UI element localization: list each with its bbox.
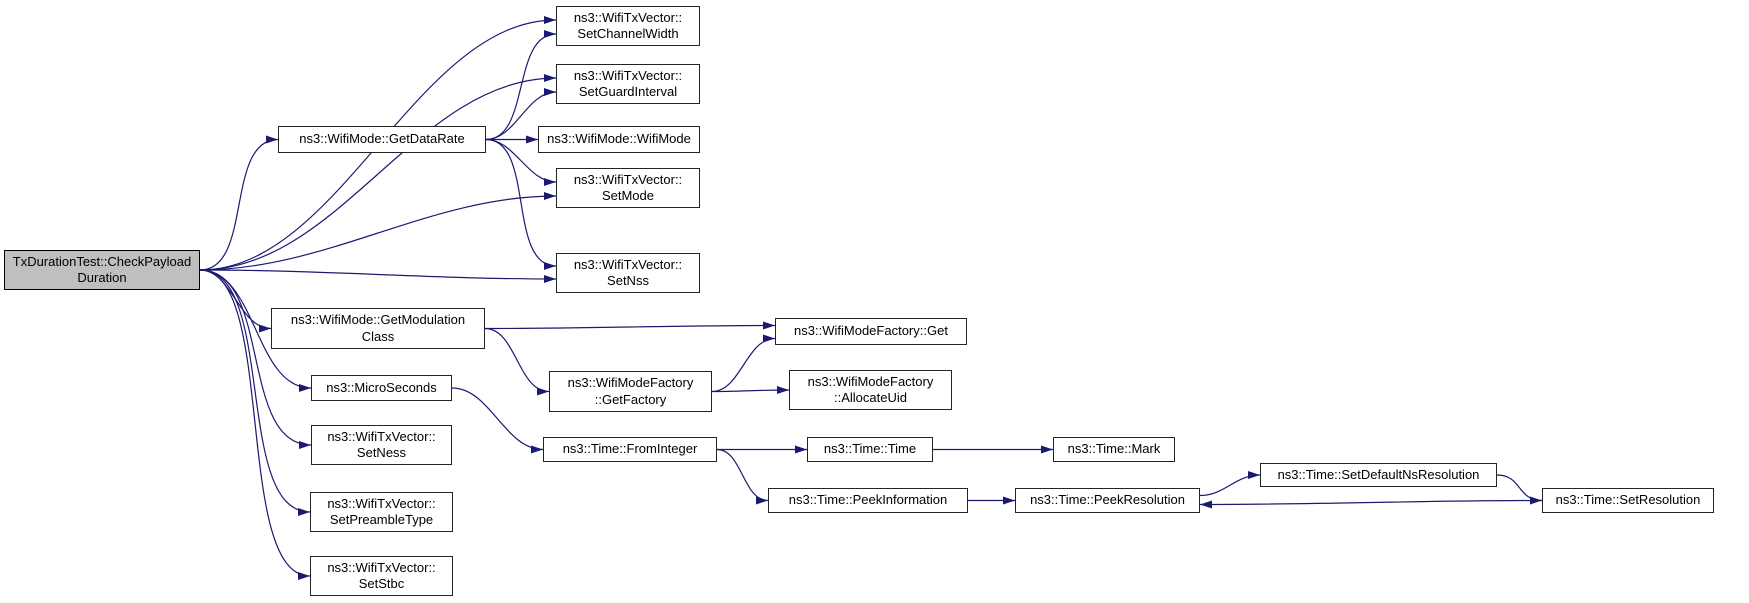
node-set-preamble-type[interactable]: ns3::WifiTxVector::SetPreambleType	[310, 492, 453, 532]
edge-micro_seconds-to-from_integer	[451, 387, 544, 454]
node-from-integer[interactable]: ns3::Time::FromInteger	[543, 437, 717, 462]
node-label-line: ns3::Time::Mark	[1067, 441, 1161, 457]
node-set-mode[interactable]: ns3::WifiTxVector::SetMode	[556, 168, 700, 208]
node-set-stbc[interactable]: ns3::WifiTxVector::SetStbc	[310, 556, 453, 596]
node-time-mark[interactable]: ns3::Time::Mark	[1053, 437, 1175, 462]
edge-check_payload_duration-to-set_preamble_type	[199, 269, 311, 516]
node-label-line: ns3::WifiTxVector::	[327, 428, 436, 444]
node-label-line: ns3::WifiTxVector::	[573, 9, 683, 25]
node-label-line: ns3::WifiTxVector::	[573, 171, 683, 187]
node-label-line: ns3::WifiTxVector::	[573, 256, 683, 272]
edge-check_payload_duration-to-get_data_rate	[199, 135, 279, 271]
node-label-line: ns3::WifiModeFactory	[567, 375, 694, 391]
node-label-line: SetPreambleType	[329, 512, 434, 527]
edge-get_data_rate-to-set_channel_width	[485, 30, 557, 141]
edge-set_default_ns_resolution-to-set_resolution	[1496, 474, 1543, 505]
node-label-line: SetNess	[356, 445, 407, 460]
node-label-line: ns3::WifiTxVector::	[573, 67, 683, 83]
node-label-line: TxDurationTest::CheckPayload	[12, 253, 192, 269]
edge-get_factory-to-wifi_mode_factory_get	[711, 334, 776, 393]
node-wifi-mode-ctor[interactable]: ns3::WifiMode::WifiMode	[538, 126, 700, 153]
node-label-line: ::GetFactory	[594, 391, 667, 407]
node-set-default-ns-resolution[interactable]: ns3::Time::SetDefaultNsResolution	[1260, 463, 1497, 487]
node-label-line: ns3::WifiModeFactory::Get	[794, 323, 948, 339]
edge-set_resolution-to-peek_resolution	[1199, 499, 1543, 509]
node-label-line: SetNss	[607, 273, 649, 288]
edge-check_payload_duration-to-set_ness	[199, 269, 312, 449]
node-label-line: ns3::MicroSeconds	[326, 379, 437, 395]
node-set-channel-width[interactable]: ns3::WifiTxVector::SetChannelWidth	[556, 6, 700, 46]
node-allocate-uid[interactable]: ns3::WifiModeFactory::AllocateUid	[789, 370, 952, 410]
edge-check_payload_duration-to-set_mode	[199, 192, 557, 271]
node-set-nss[interactable]: ns3::WifiTxVector::SetNss	[556, 253, 700, 293]
node-peek-information[interactable]: ns3::Time::PeekInformation	[768, 488, 968, 513]
node-label-line: SetStbc	[358, 576, 405, 591]
edge-check_payload_duration-to-set_nss	[199, 269, 557, 283]
node-micro-seconds[interactable]: ns3::MicroSeconds	[311, 375, 452, 401]
node-label-line: ns3::WifiMode::WifiMode	[547, 131, 691, 147]
node-label-line: ns3::Time::FromInteger	[562, 441, 698, 457]
node-get-factory[interactable]: ns3::WifiModeFactory::GetFactory	[549, 371, 712, 412]
node-label-line: ns3::Time::PeekResolution	[1030, 492, 1185, 508]
node-label-line: ns3::WifiMode::GetDataRate	[299, 131, 465, 147]
node-label-line: ns3::WifiTxVector::	[327, 495, 436, 511]
edge-get_modulation_class-to-get_factory	[484, 327, 550, 396]
edge-get_data_rate-to-set_nss	[485, 138, 557, 270]
edge-peek_resolution-to-set_default_ns_resolution	[1199, 471, 1261, 497]
node-peek-resolution[interactable]: ns3::Time::PeekResolution	[1015, 488, 1200, 513]
node-label-line: ns3::WifiModeFactory	[807, 373, 934, 389]
edge-check_payload_duration-to-set_guard_interval	[199, 74, 557, 271]
node-set-ness[interactable]: ns3::WifiTxVector::SetNess	[311, 425, 452, 465]
node-label-line: ns3::Time::SetResolution	[1555, 492, 1701, 508]
edge-get_factory-to-allocate_uid	[711, 386, 790, 395]
edge-check_payload_duration-to-get_modulation_class	[199, 269, 272, 333]
node-label-line: SetGuardInterval	[578, 84, 678, 99]
node-label-line: ns3::Time::Time	[823, 441, 917, 457]
node-label-line: SetMode	[601, 188, 655, 203]
node-get-data-rate[interactable]: ns3::WifiMode::GetDataRate	[278, 126, 486, 153]
node-wifi-mode-factory-get[interactable]: ns3::WifiModeFactory::Get	[775, 318, 967, 345]
node-set-guard-interval[interactable]: ns3::WifiTxVector::SetGuardInterval	[556, 64, 700, 104]
node-label-line: SetChannelWidth	[577, 26, 679, 41]
node-label-line: ns3::WifiTxVector::	[327, 559, 436, 575]
node-label-line: ns3::Time::PeekInformation	[788, 492, 948, 508]
node-label-line: ns3::WifiMode::GetModulation	[290, 312, 466, 328]
node-label-line: Duration	[77, 270, 127, 285]
edge-from_integer-to-peek_information	[716, 448, 769, 505]
node-label-line: ::AllocateUid	[834, 390, 907, 405]
node-set-resolution[interactable]: ns3::Time::SetResolution	[1542, 488, 1714, 513]
edge-get_modulation_class-to-wifi_mode_factory_get	[484, 321, 776, 330]
node-time-ctor[interactable]: ns3::Time::Time	[807, 437, 933, 462]
node-label-line: Class	[361, 328, 395, 344]
node-label-line: ns3::Time::SetDefaultNsResolution	[1277, 466, 1480, 482]
